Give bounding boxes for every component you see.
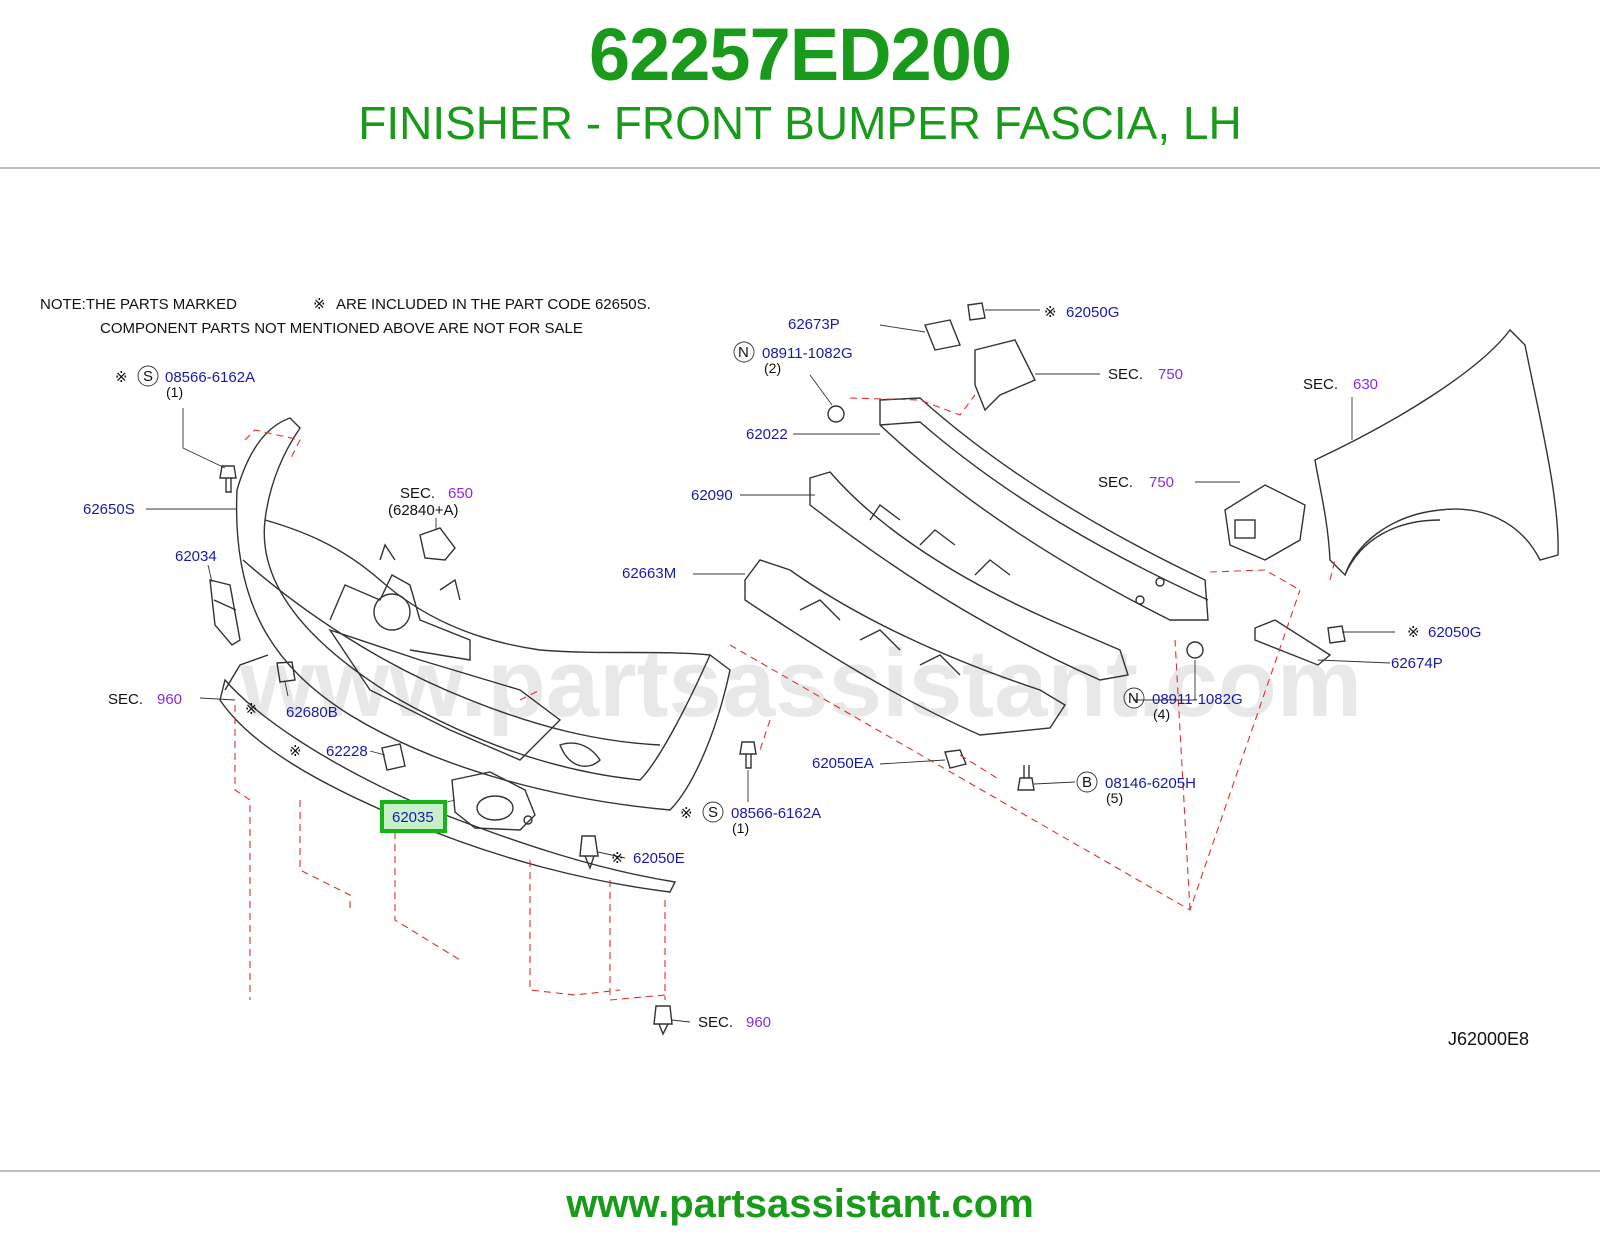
label-sec-650: SEC.	[400, 485, 435, 502]
label-62050EA[interactable]: 62050EA	[812, 755, 874, 772]
bumper-fascia-shape[interactable]	[235, 417, 731, 811]
label-sec-750-mid: SEC.	[1098, 474, 1133, 491]
label-sec-960-bottom: SEC.	[698, 1014, 733, 1031]
footer-website[interactable]: www.partsassistant.com	[566, 1182, 1034, 1226]
bracket-sec750-mid[interactable]	[1224, 484, 1306, 561]
part-name-subtitle: FINISHER - FRONT BUMPER FASCIA, LH	[358, 97, 1242, 149]
nut-08911-mid[interactable]	[1186, 641, 1204, 659]
label-62050G-right[interactable]: 62050G	[1428, 624, 1481, 641]
bolt-08566-top[interactable]	[219, 465, 237, 493]
badge-s-mid	[702, 801, 724, 823]
qty-08566-mid: (1)	[732, 820, 749, 836]
label-62090[interactable]: 62090	[691, 487, 733, 504]
qty-08911-top: (2)	[764, 360, 781, 376]
label-62022[interactable]: 62022	[746, 426, 788, 443]
label-62674P[interactable]: 62674P	[1391, 655, 1443, 672]
label-08566-mid[interactable]: 08566-6162A	[731, 805, 821, 822]
label-08566-top[interactable]: 08566-6162A	[165, 369, 255, 386]
qty-08566-top: (1)	[166, 384, 183, 400]
asterisk-62050G-top: ※	[1044, 304, 1057, 321]
bolt-08146[interactable]	[1017, 765, 1035, 791]
fog-lamp-finisher-62035[interactable]	[451, 771, 536, 831]
label-62034[interactable]: 62034	[175, 548, 217, 565]
qty-08146: (5)	[1106, 790, 1123, 806]
label-62228[interactable]: 62228	[326, 743, 368, 760]
qty-08911-mid: (4)	[1153, 706, 1170, 722]
label-sec-650-num[interactable]: 650	[448, 485, 473, 502]
asterisk-08566-mid: ※	[680, 805, 693, 822]
fender-sec630[interactable]	[1314, 328, 1559, 577]
label-62680B[interactable]: 62680B	[286, 704, 338, 721]
label-sec-630-num[interactable]: 630	[1353, 376, 1378, 393]
note-symbol: ※	[313, 296, 326, 313]
label-08911-top[interactable]: 08911-1082G	[762, 345, 853, 362]
asterisk-62050G-right: ※	[1407, 624, 1420, 641]
label-sec-750-mid-num[interactable]: 750	[1149, 474, 1174, 491]
asterisk-62050E: ※	[611, 850, 624, 867]
badge-s-top	[137, 365, 159, 387]
label-62035[interactable]: 62035	[392, 809, 434, 826]
badge-b	[1076, 771, 1098, 793]
clip-62680B[interactable]	[276, 661, 296, 683]
note-line-1b: ARE INCLUDED IN THE PART CODE 62650S.	[336, 296, 651, 313]
label-sec-630: SEC.	[1303, 376, 1338, 393]
tow-hook-cover-62228[interactable]	[381, 743, 406, 771]
bolt-08566-mid[interactable]	[739, 741, 757, 769]
label-sec-960-bottom-num[interactable]: 960	[746, 1014, 771, 1031]
side-bracket-62034[interactable]	[209, 579, 241, 646]
label-sec-750-top: SEC.	[1108, 366, 1143, 383]
footer-divider	[0, 1170, 1600, 1172]
badge-b-letter: B	[1082, 774, 1092, 791]
part-number-title: 62257ED200	[588, 13, 1012, 96]
label-08911-mid[interactable]: 08911-1082G	[1152, 691, 1243, 708]
lower-spoiler-shape[interactable]	[219, 654, 677, 893]
badge-n-mid-letter: N	[1128, 690, 1139, 707]
nut-08911-top[interactable]	[827, 405, 845, 423]
label-62673P[interactable]: 62673P	[788, 316, 840, 333]
label-sec-750-top-num[interactable]: 750	[1158, 366, 1183, 383]
badge-s-mid-letter: S	[708, 804, 718, 821]
asterisk-62680B: ※	[245, 701, 258, 718]
badge-n-top	[733, 341, 755, 363]
label-62650S[interactable]: 62650S	[83, 501, 135, 518]
label-62840: (62840+A)	[388, 502, 458, 519]
clip-62050G-right[interactable]	[1327, 625, 1346, 644]
label-08146[interactable]: 08146-6205H	[1105, 775, 1196, 792]
asterisk-marker: ※	[115, 369, 128, 386]
reinforcement-62022[interactable]	[879, 397, 1209, 621]
assembly-guides	[234, 394, 1336, 1001]
clip-62840[interactable]	[419, 527, 456, 561]
bracket-62673P[interactable]	[924, 319, 961, 351]
label-sec-960-left-num[interactable]: 960	[157, 691, 182, 708]
label-62050G-top[interactable]: 62050G	[1066, 304, 1119, 321]
badge-n-mid	[1123, 687, 1145, 709]
watermark: www.partsassistant.com	[239, 630, 1362, 737]
diagram-reference-code: J62000E8	[1448, 1029, 1529, 1049]
clip-sec960-bottom[interactable]	[653, 1005, 673, 1036]
badge-n-top-letter: N	[738, 344, 749, 361]
energy-absorber-62090[interactable]	[809, 471, 1129, 681]
note-line-1a: NOTE:THE PARTS MARKED	[40, 296, 237, 313]
leader-lines	[146, 309, 1395, 1023]
asterisk-62228: ※	[289, 743, 302, 760]
clip-62050E[interactable]	[579, 835, 599, 870]
clip-62050EA[interactable]	[944, 749, 967, 769]
undercover-62663M[interactable]	[744, 559, 1066, 736]
bracket-sec750-top[interactable]	[974, 339, 1036, 412]
label-62050E[interactable]: 62050E	[633, 850, 685, 867]
header-divider	[0, 167, 1600, 169]
label-sec-960-left: SEC.	[108, 691, 143, 708]
note-block: NOTE:THE PARTS MARKED ※ ARE INCLUDED IN …	[40, 296, 651, 337]
clip-62050G-top[interactable]	[967, 302, 986, 321]
highlight-62035	[380, 800, 447, 833]
note-line-2: COMPONENT PARTS NOT MENTIONED ABOVE ARE …	[100, 320, 583, 337]
badge-s-top-letter: S	[143, 368, 153, 385]
label-62663M[interactable]: 62663M	[622, 565, 676, 582]
